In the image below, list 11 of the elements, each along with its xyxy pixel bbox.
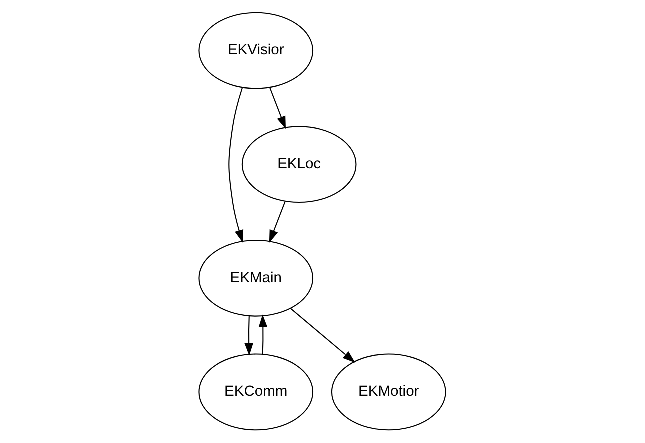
node-ellipse: EKVisior	[198, 12, 314, 90]
node-ellipse: EKMain	[198, 240, 314, 317]
arrow	[269, 201, 286, 243]
arrow	[228, 88, 244, 243]
arrow	[290, 308, 356, 364]
node-ellipse: EKMotior	[331, 354, 446, 431]
node-ellipse: EKLoc	[242, 126, 357, 204]
arrow	[244, 316, 254, 356]
arrow	[270, 88, 286, 130]
arrow	[258, 314, 268, 354]
node-ellipse: EKComm	[198, 354, 314, 431]
